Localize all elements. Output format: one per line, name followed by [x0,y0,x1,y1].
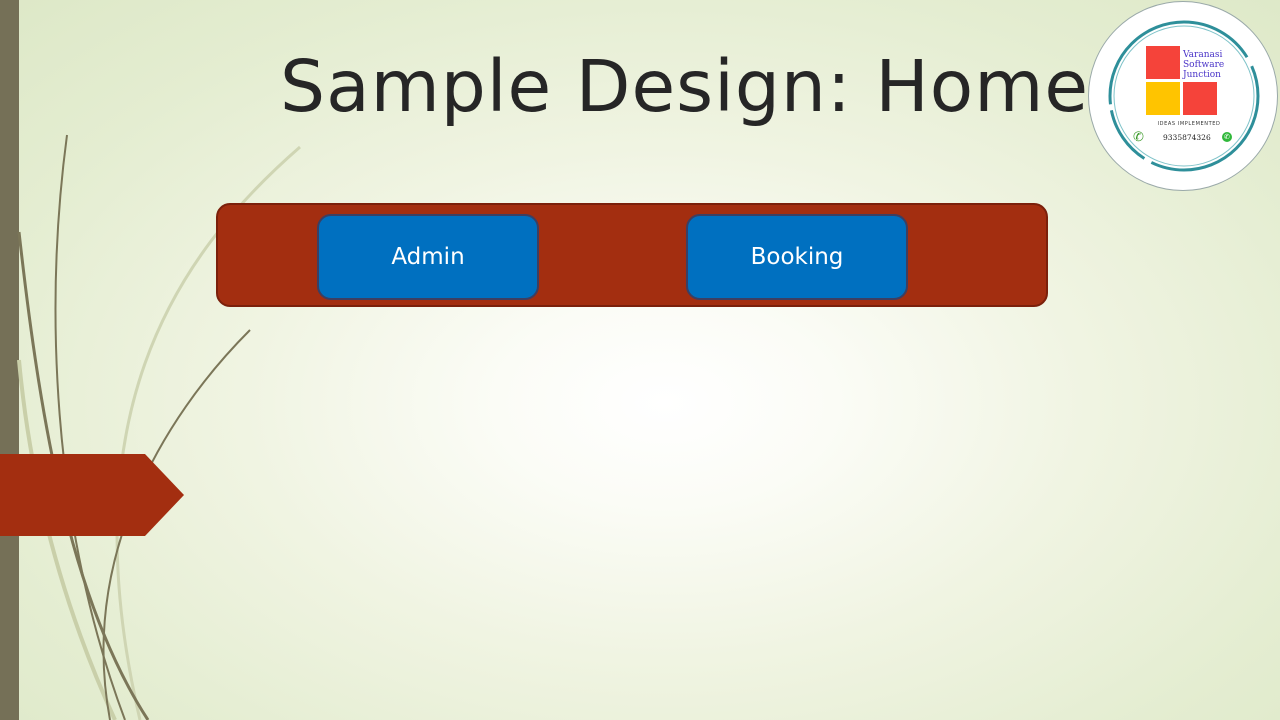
logo-square-yellow [1146,82,1180,115]
logo-company-name: Varanasi Software Junction [1183,50,1233,80]
logo-phone-number: 9335874326 [1163,133,1211,142]
logo-name-line: Software [1183,60,1225,70]
company-logo: Varanasi Software Junction IDEAS IMPLEME… [1088,1,1278,191]
logo-tagline: IDEAS IMPLEMENTED [1157,121,1221,127]
logo-square-red [1146,46,1180,79]
curve-pale-2 [17,359,117,720]
nav-bar: Admin Booking [216,203,1048,307]
arrow-tab-decoration [0,454,184,536]
curve-olive-1 [54,134,126,720]
phone-icon: ✆ [1133,130,1144,145]
decorative-curves [17,134,301,720]
curve-pale-1 [115,145,301,720]
left-accent-bar [0,0,19,720]
page-title: Sample Design: Home [280,45,1090,128]
booking-button[interactable]: Booking [686,214,908,300]
logo-name-line: Junction [1183,70,1221,80]
admin-button[interactable]: Admin [317,214,539,300]
logo-ring [1108,20,1260,172]
logo-name-line: Varanasi [1183,50,1223,60]
logo-square-red-2 [1183,82,1217,115]
whatsapp-icon: ✆ [1222,132,1232,142]
